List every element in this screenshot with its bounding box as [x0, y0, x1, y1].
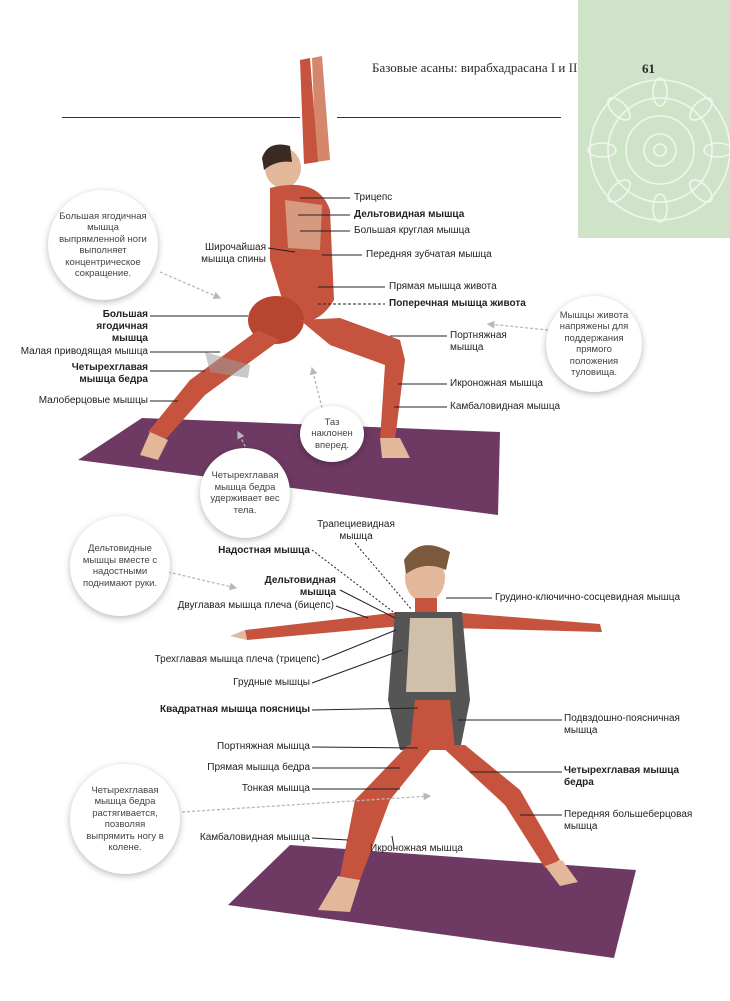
label-supraspinatus: Надостная мышца	[218, 545, 310, 556]
label-biceps: Двуглавая мышца плеча (бицепс)	[177, 600, 334, 611]
leader-lines-fig2	[311, 542, 562, 849]
running-title: Базовые асаны: вирабхадрасана I и II	[372, 60, 578, 75]
label-latissimus: Широчайшая мышца спины	[201, 242, 266, 265]
label-gluteus-maximus: Большая ягодичная мышца	[96, 309, 148, 344]
yoga-mat-bottom	[228, 845, 636, 958]
figure-warrior-one	[140, 56, 410, 460]
figure-warrior-two	[230, 545, 602, 912]
label-deltoid: Дельтовидная мышца	[354, 209, 465, 220]
title-rule-left	[62, 117, 300, 118]
label-soleus-2: Камбаловидная мышца	[199, 832, 310, 843]
label-deltoid-2: Дельтовидная мышца	[264, 575, 336, 598]
note-quadriceps-stretch: Четырехглавая мышца бедра растягивается,…	[70, 764, 180, 874]
note-quadriceps-weight: Четырехглавая мышца бедра удерживает вес…	[200, 448, 290, 538]
label-trapezius: Трапециевидная мышца	[317, 519, 395, 542]
label-sartorius-2: Портняжная мышца	[217, 741, 310, 752]
label-pectorals: Грудные мышцы	[233, 677, 310, 688]
label-iliopsoas: Подвздошно-поясничная мышца	[564, 713, 680, 736]
note-deltoids-raise-arms: Дельтовидные мышцы вместе с надостными п…	[70, 516, 170, 616]
label-gastrocnemius-2: Икроножная мышца	[370, 843, 463, 854]
label-rectus-femoris: Прямая мышца бедра	[207, 762, 310, 773]
arrows-fig2	[167, 571, 432, 813]
page-number: 61	[642, 61, 655, 76]
label-quadratus-lumborum: Квадратная мышца поясницы	[160, 704, 310, 715]
title-rule-right	[337, 117, 561, 118]
label-sartorius: Портняжная мышца	[450, 330, 507, 353]
leader-lines-fig1	[150, 197, 447, 408]
label-adductor-minor: Малая приводящая мышца	[20, 346, 148, 357]
label-sternocleidomastoid: Грудино-ключично-сосцевидная мышца	[495, 592, 681, 603]
label-gracilis: Тонкая мышца	[241, 783, 310, 794]
label-rectus-abdominis: Прямая мышца живота	[389, 281, 497, 292]
note-pelvis-tilted: Таз наклонен вперед.	[300, 406, 364, 462]
note-gluteus-contraction: Большая ягодичная мышца выпрямленной ног…	[48, 190, 158, 300]
label-triceps: Трицепс	[354, 192, 393, 203]
corner-decoration	[578, 0, 730, 238]
label-quadriceps-2: Четырехглавая мышца бедра	[564, 765, 680, 788]
label-triceps-2: Трехглавая мышца плеча (трицепс)	[154, 654, 320, 665]
label-teres-major: Большая круглая мышца	[354, 225, 470, 236]
label-quadriceps: Четырехглавая мышца бедра	[71, 362, 148, 385]
label-serratus: Передняя зубчатая мышца	[366, 249, 492, 260]
label-tibialis-anterior: Передняя большеберцовая мышца	[564, 809, 693, 832]
label-transverse-abdominis: Поперечная мышца живота	[389, 298, 526, 309]
note-abdominals-engaged: Мышцы живота напряжены для поддержания п…	[546, 296, 642, 392]
label-gastrocnemius: Икроножная мышца	[450, 378, 543, 389]
mandala-ornament	[587, 77, 730, 223]
label-peroneal: Малоберцовые мышцы	[38, 395, 148, 406]
label-soleus: Камбаловидная мышца	[450, 401, 561, 412]
